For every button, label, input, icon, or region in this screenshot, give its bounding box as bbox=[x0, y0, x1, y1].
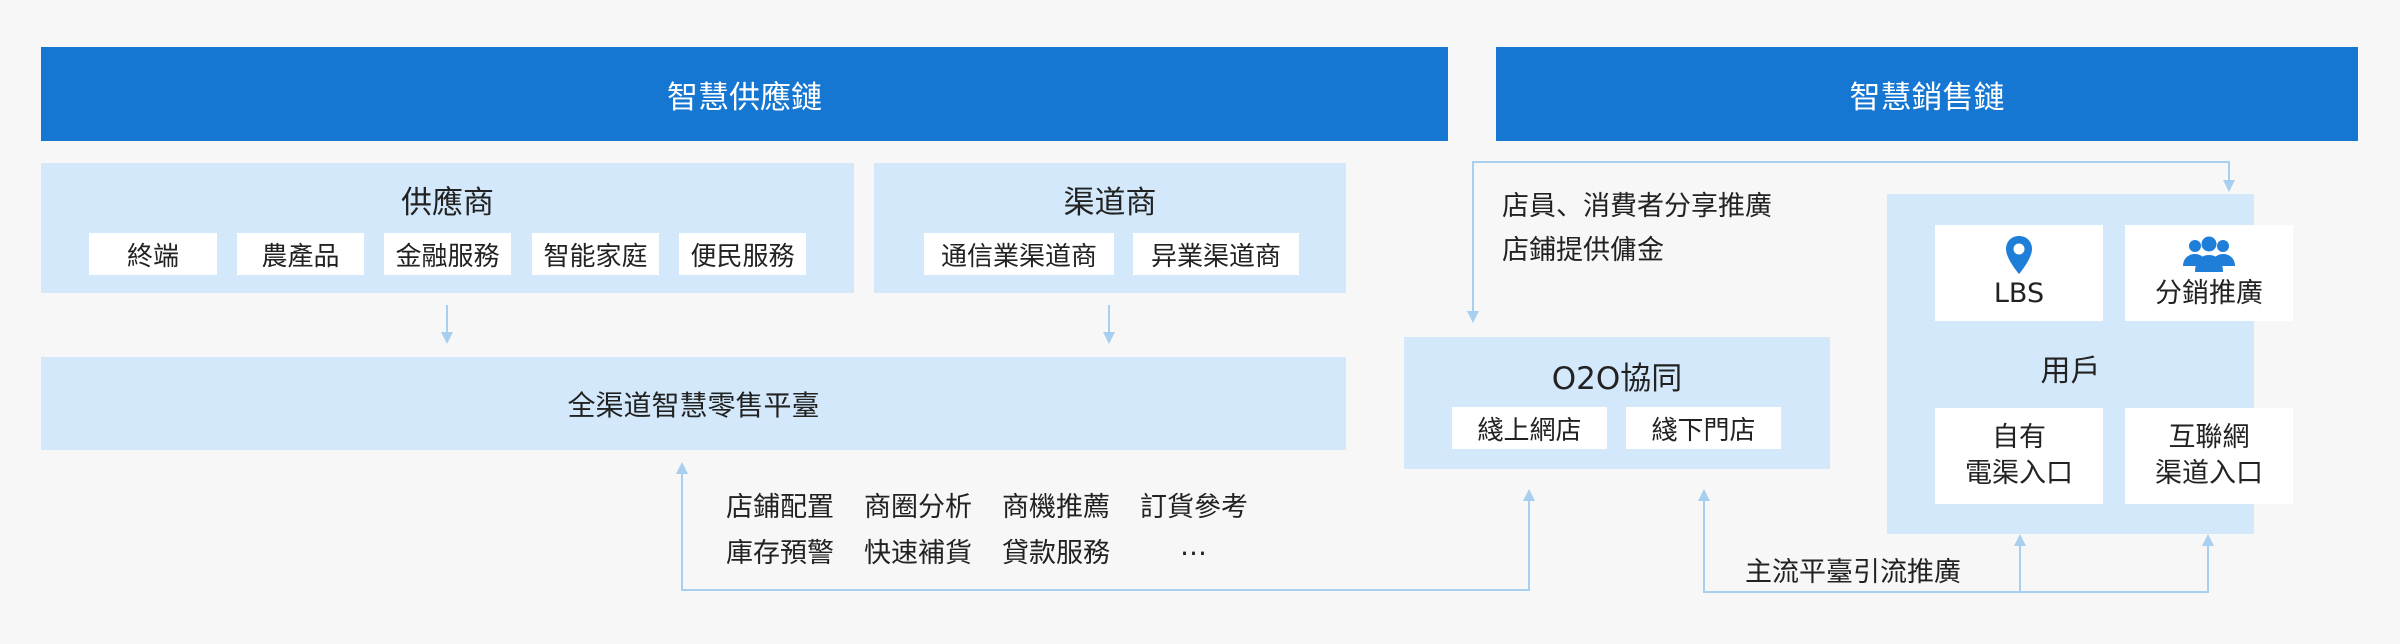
people-icon bbox=[2181, 234, 2237, 276]
own-channel-line2: 電渠入口 bbox=[1965, 458, 2073, 489]
sales-chain-header: 智慧銷售鏈 bbox=[1496, 47, 2358, 141]
retail-platform-title: 全渠道智慧零售平臺 bbox=[567, 388, 820, 422]
service-item: … bbox=[1180, 531, 1207, 562]
retail-platform-panel: 全渠道智慧零售平臺 bbox=[41, 357, 1346, 450]
service-item: 貸款服務 bbox=[1002, 538, 1110, 569]
distribution-label: 分銷推廣 bbox=[2155, 277, 2263, 309]
o2o-chip: 綫下門店 bbox=[1626, 407, 1781, 449]
o2o-panel: O2O協同 綫上網店 綫下門店 bbox=[1404, 337, 1830, 469]
share-loop bbox=[1467, 161, 2235, 323]
service-item: 商圈分析 bbox=[864, 492, 972, 523]
service-item: 商機推薦 bbox=[1002, 492, 1110, 523]
service-item: 訂貨參考 bbox=[1140, 492, 1248, 523]
channel-chip: 异業渠道商 bbox=[1133, 233, 1299, 275]
traffic-loop bbox=[1698, 489, 2214, 593]
o2o-chip: 綫上網店 bbox=[1452, 407, 1607, 449]
channels-title: 渠道商 bbox=[1063, 185, 1157, 221]
suppliers-panel: 供應商 終端 農產品 金融服務 智能家庭 便民服務 bbox=[41, 163, 854, 293]
supply-chain-header: 智慧供應鏈 bbox=[41, 47, 1448, 141]
sales-chain-header-label: 智慧銷售鏈 bbox=[1849, 79, 2005, 116]
supplier-chip: 農產品 bbox=[237, 233, 364, 275]
traffic-note: 主流平臺引流推廣 bbox=[1745, 557, 1961, 588]
users-title: 用戶 bbox=[2040, 354, 2101, 389]
location-pin-icon bbox=[2004, 234, 2034, 276]
share-note-line1: 店員、消費者分享推廣 bbox=[1502, 191, 1772, 222]
share-note-line2: 店鋪提供傭金 bbox=[1502, 235, 1664, 266]
internet-channel-line1: 互聯網 bbox=[2168, 421, 2250, 453]
platform-o2o-loop bbox=[676, 462, 1535, 591]
internet-channel-line2: 渠道入口 bbox=[2155, 458, 2263, 489]
supplier-chip: 金融服務 bbox=[384, 233, 511, 275]
users-panel: LBS 分銷推廣 用戶 自有 電渠入口 互聯網 渠道入口 bbox=[1887, 194, 2293, 534]
distribution-card: 分銷推廣 bbox=[2125, 225, 2293, 321]
own-channel-line1: 自有 bbox=[1992, 421, 2046, 453]
supplier-chip: 便民服務 bbox=[679, 233, 806, 275]
channel-chip: 通信業渠道商 bbox=[924, 233, 1114, 275]
o2o-title: O2O協同 bbox=[1551, 361, 1683, 397]
lbs-card: LBS bbox=[1935, 225, 2103, 321]
supplier-chip: 終端 bbox=[89, 233, 217, 275]
service-item: 店鋪配置 bbox=[726, 492, 834, 523]
internet-channel-card: 互聯網 渠道入口 bbox=[2125, 408, 2293, 504]
own-channel-card: 自有 電渠入口 bbox=[1935, 408, 2103, 504]
supplier-chip: 智能家庭 bbox=[532, 233, 659, 275]
lbs-label: LBS bbox=[1993, 277, 2045, 309]
service-item: 庫存預警 bbox=[726, 538, 834, 569]
service-item: 快速補貨 bbox=[864, 538, 972, 569]
channels-panel: 渠道商 通信業渠道商 异業渠道商 bbox=[874, 163, 1346, 293]
suppliers-title: 供應商 bbox=[401, 185, 494, 221]
supply-chain-header-label: 智慧供應鏈 bbox=[667, 79, 822, 116]
